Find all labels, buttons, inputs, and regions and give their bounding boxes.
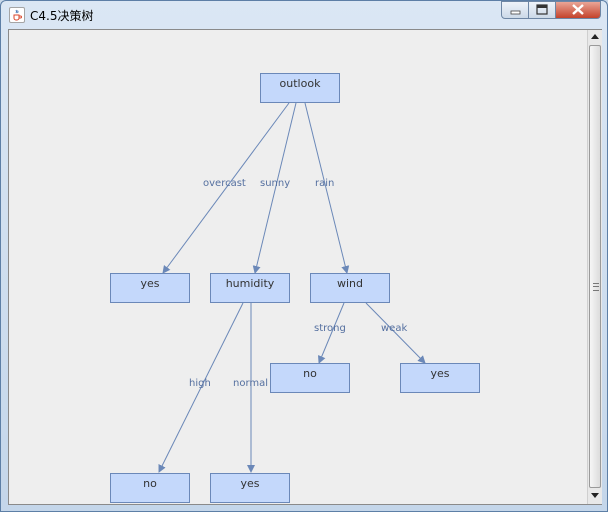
- edge-label-normal: normal: [233, 378, 269, 389]
- edge-label-strong: strong: [314, 323, 346, 334]
- edge-high: [158, 302, 244, 473]
- edge-label-overcast: overcast: [203, 178, 246, 189]
- tree-canvas: overcast sunny rain strong weak high nor…: [9, 30, 587, 504]
- node-no-high[interactable]: no: [110, 473, 190, 503]
- node-no-strong[interactable]: no: [270, 363, 350, 393]
- node-wind[interactable]: wind: [310, 273, 390, 303]
- edge-label-rain: rain: [315, 178, 335, 189]
- edge-overcast: [162, 102, 290, 274]
- minimize-icon: [510, 10, 521, 15]
- node-yes-overcast[interactable]: yes: [110, 273, 190, 303]
- maximize-icon: [536, 4, 548, 15]
- edge-label-weak: weak: [381, 323, 408, 334]
- edge-weak: [365, 302, 426, 364]
- node-outlook[interactable]: outlook: [260, 73, 340, 103]
- scroll-up-arrow-icon[interactable]: [588, 30, 602, 44]
- maximize-button[interactable]: [528, 1, 556, 19]
- node-humidity[interactable]: humidity: [210, 273, 290, 303]
- java-cup-icon[interactable]: [9, 7, 25, 23]
- scrollbar-thumb[interactable]: [589, 45, 601, 488]
- edge-label-high: high: [189, 378, 211, 389]
- node-yes-weak[interactable]: yes: [400, 363, 480, 393]
- minimize-button[interactable]: [501, 1, 529, 19]
- scroll-down-arrow-icon[interactable]: [588, 488, 602, 502]
- edges-layer: [158, 102, 426, 473]
- tree-panel: overcast sunny rain strong weak high nor…: [8, 29, 602, 505]
- window-title: C4.5决策树: [30, 9, 94, 23]
- node-yes-normal[interactable]: yes: [210, 473, 290, 503]
- edge-label-sunny: sunny: [260, 178, 291, 189]
- grip-icon: [593, 283, 599, 291]
- edge-sunny: [252, 102, 297, 274]
- close-button[interactable]: [555, 1, 601, 19]
- vertical-scrollbar[interactable]: [587, 30, 602, 504]
- edge-strong: [318, 302, 345, 364]
- close-icon: [572, 4, 584, 15]
- title-bar[interactable]: C4.5决策树: [1, 1, 607, 27]
- edge-rain: [304, 102, 350, 274]
